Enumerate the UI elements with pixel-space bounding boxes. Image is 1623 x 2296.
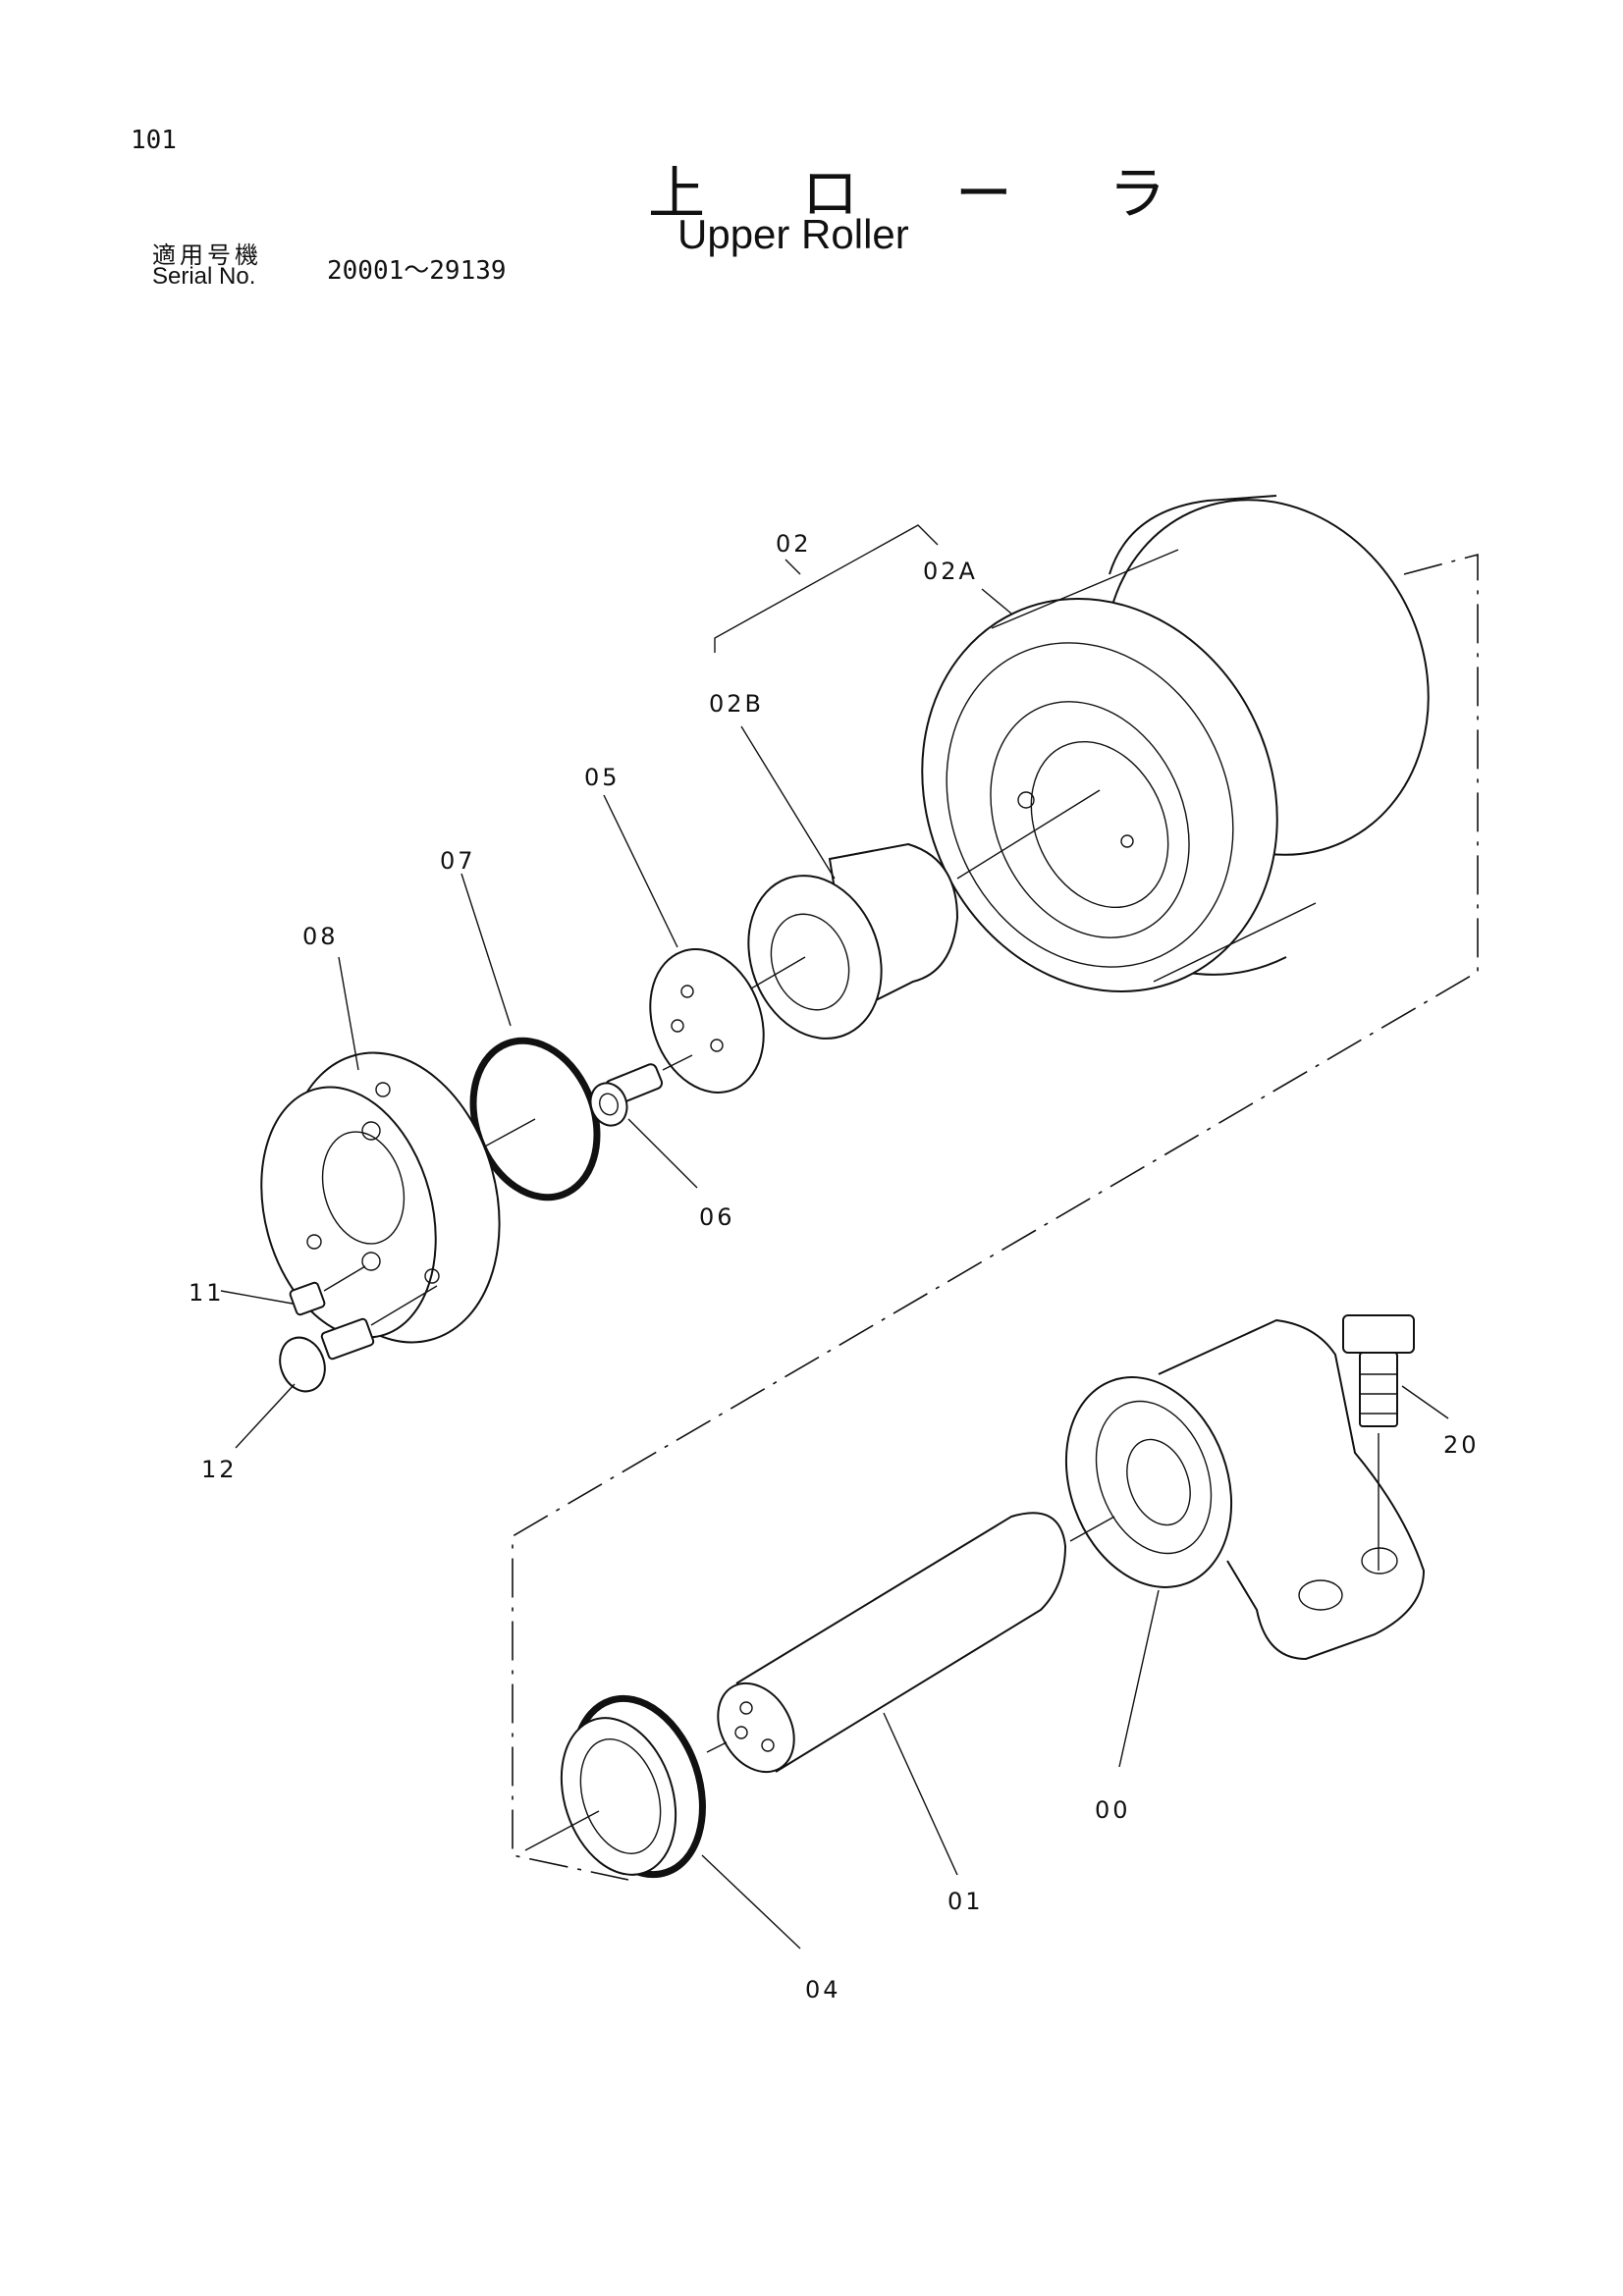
bushing-02b (747, 842, 959, 1040)
part-label-11: 11 (189, 1279, 225, 1307)
leader-01 (883, 1712, 958, 1876)
leader-02 (784, 559, 801, 575)
leader-02a (981, 588, 1012, 614)
axis-04-shaft (706, 1741, 728, 1753)
floating-seal-04 (560, 1694, 706, 1879)
leader-00 (1118, 1589, 1160, 1768)
bracket-02 (714, 524, 939, 653)
title-japanese: 上 ロ ー ラ (648, 160, 1206, 227)
thrust-plate-05 (649, 948, 765, 1094)
shaft-01 (717, 1512, 1067, 1774)
axis-02a (956, 789, 1101, 880)
roller-shell-02a (921, 495, 1430, 992)
part-label-08: 08 (302, 923, 339, 950)
serial-range: 20001～29139 (327, 256, 507, 286)
part-label-12: 12 (201, 1456, 238, 1483)
axis-02b (745, 956, 806, 992)
axis-07 (480, 1118, 536, 1149)
hex-bolt-20 (1342, 1314, 1415, 1427)
leader-07 (460, 873, 512, 1027)
part-label-20: 20 (1443, 1431, 1480, 1459)
part-label-02: 02 (776, 530, 812, 558)
bracket-housing-00 (1064, 1318, 1426, 1661)
leader-20 (1401, 1385, 1449, 1419)
leader-06 (627, 1118, 698, 1189)
axis-11 (323, 1265, 366, 1292)
assembly-frame-line (512, 553, 1479, 1881)
leader-02b (740, 725, 836, 880)
serial-label-english: Serial No. (152, 263, 256, 290)
title-english: Upper Roller (677, 211, 909, 257)
leader-05 (603, 794, 678, 948)
end-cover-08 (260, 1051, 501, 1344)
part-label-06: 06 (699, 1203, 735, 1231)
axis-06 (662, 1054, 693, 1071)
axis-01 (1069, 1516, 1115, 1542)
page-number: 101 (131, 126, 177, 155)
leader-12 (235, 1383, 296, 1449)
hex-bolt-12 (279, 1317, 375, 1393)
axis-12 (370, 1285, 438, 1326)
part-label-04: 04 (805, 1976, 841, 2003)
serial-label-japanese: 適用号機 (152, 241, 262, 269)
part-label-02b: 02B (709, 690, 764, 718)
leader-08 (338, 956, 359, 1071)
plug-11 (289, 1281, 326, 1316)
part-label-02a: 02A (923, 558, 978, 585)
part-label-00: 00 (1095, 1796, 1131, 1824)
part-label-07: 07 (440, 847, 476, 875)
part-label-01: 01 (947, 1888, 984, 1915)
axis-04 (524, 1810, 600, 1851)
leader-04 (701, 1854, 801, 1949)
socket-screw-06 (589, 1063, 664, 1127)
leader-11 (220, 1290, 294, 1305)
part-label-05: 05 (584, 764, 621, 791)
